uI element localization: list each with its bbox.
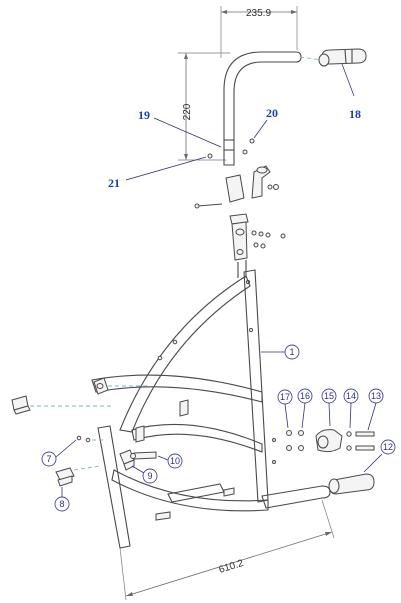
balloon-bolt-13: 13 xyxy=(368,388,384,404)
balloon-bolt-10: 10 xyxy=(167,453,183,469)
handlebar-tube xyxy=(223,51,302,166)
clip-9 xyxy=(119,449,135,471)
leader-19 xyxy=(153,117,222,148)
hook-bracket xyxy=(93,377,109,395)
dimension-label-610: 610.2 xyxy=(218,558,246,576)
svg-text:9: 9 xyxy=(147,471,152,481)
svg-text:1: 1 xyxy=(289,347,294,357)
leader-10 xyxy=(157,455,169,461)
small-bolt-20 xyxy=(242,138,255,155)
footrest-12 xyxy=(328,473,375,495)
handle-grip-dash xyxy=(299,56,323,61)
small-bolt-7 xyxy=(76,435,91,443)
svg-text:10: 10 xyxy=(170,456,180,466)
leader-7 xyxy=(55,439,77,458)
stem-side-washers xyxy=(251,230,286,249)
handle-grip xyxy=(318,48,367,67)
leader-12 xyxy=(363,453,383,473)
lower-small-parts xyxy=(155,438,276,521)
svg-text:17: 17 xyxy=(280,392,290,402)
clip-8-dash xyxy=(73,465,101,471)
leader-20 xyxy=(253,119,268,139)
right-hardware xyxy=(286,429,375,453)
leader-18 xyxy=(341,63,355,97)
clamp-bolt xyxy=(194,203,223,209)
bolt-10 xyxy=(130,451,157,460)
stem-tube xyxy=(229,213,249,278)
balloon-clip-8: 8 xyxy=(54,496,70,512)
dimension-label-220: 220 xyxy=(182,103,193,120)
svg-text:14: 14 xyxy=(346,391,356,401)
balloon-washer-14: 14 xyxy=(343,388,359,404)
leader-21 xyxy=(125,156,207,181)
small-nut-21 xyxy=(207,153,213,159)
clip-8 xyxy=(55,467,75,487)
end-pad xyxy=(11,395,31,415)
label-handlebar-18: 18 xyxy=(349,107,361,121)
balloon-nut-17: 17 xyxy=(277,389,293,405)
label-bolt-20: 20 xyxy=(266,106,278,120)
leader-9 xyxy=(131,465,145,474)
dimension-handle-height: 220 xyxy=(178,52,230,161)
svg-text:8: 8 xyxy=(59,499,64,509)
balloon-frame-1: 1 xyxy=(284,344,300,360)
balloon-clamp-15: 15 xyxy=(321,388,337,404)
balloon-clip-9: 9 xyxy=(142,468,158,484)
svg-text:15: 15 xyxy=(324,391,334,401)
main-frame xyxy=(91,269,331,549)
balloon-hook-7: 7 xyxy=(41,451,57,467)
dimension-frame-length: 610.2 xyxy=(119,499,335,601)
svg-text:12: 12 xyxy=(383,442,393,452)
label-nut-21: 21 xyxy=(108,176,120,190)
svg-text:16: 16 xyxy=(300,391,310,401)
dimension-label-235: 235.9 xyxy=(246,8,271,19)
balloon-washer-16: 16 xyxy=(297,388,313,404)
dimension-handle-width: 235.9 xyxy=(220,6,298,58)
svg-text:7: 7 xyxy=(46,454,51,464)
svg-text:13: 13 xyxy=(371,391,381,401)
stem-clamp xyxy=(225,165,279,203)
right-leaders xyxy=(284,402,377,431)
balloon-footrest-12: 12 xyxy=(380,439,396,455)
label-upper-tube-19: 19 xyxy=(138,108,150,122)
